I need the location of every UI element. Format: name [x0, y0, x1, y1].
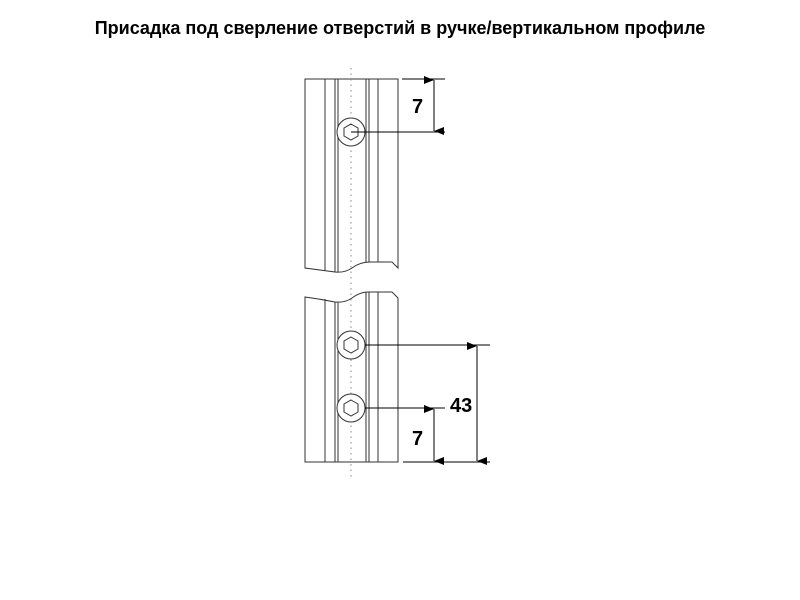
lower-profile-segment	[304, 291, 399, 463]
dimension-hole-spacing	[365, 342, 490, 465]
dimension-label-top-offset: 7	[412, 96, 423, 118]
drill-hole-middle	[336, 330, 366, 360]
dimension-bottom-offset	[365, 405, 445, 465]
drill-hole-bottom	[336, 393, 366, 423]
diagram-title: Присадка под сверление отверстий в ручке…	[94, 18, 706, 38]
dimension-label-bottom-offset: 7	[412, 428, 423, 450]
upper-profile-segment	[304, 78, 399, 273]
dimension-top-offset	[351, 76, 445, 135]
dimension-label-hole-spacing: 43	[450, 395, 472, 417]
